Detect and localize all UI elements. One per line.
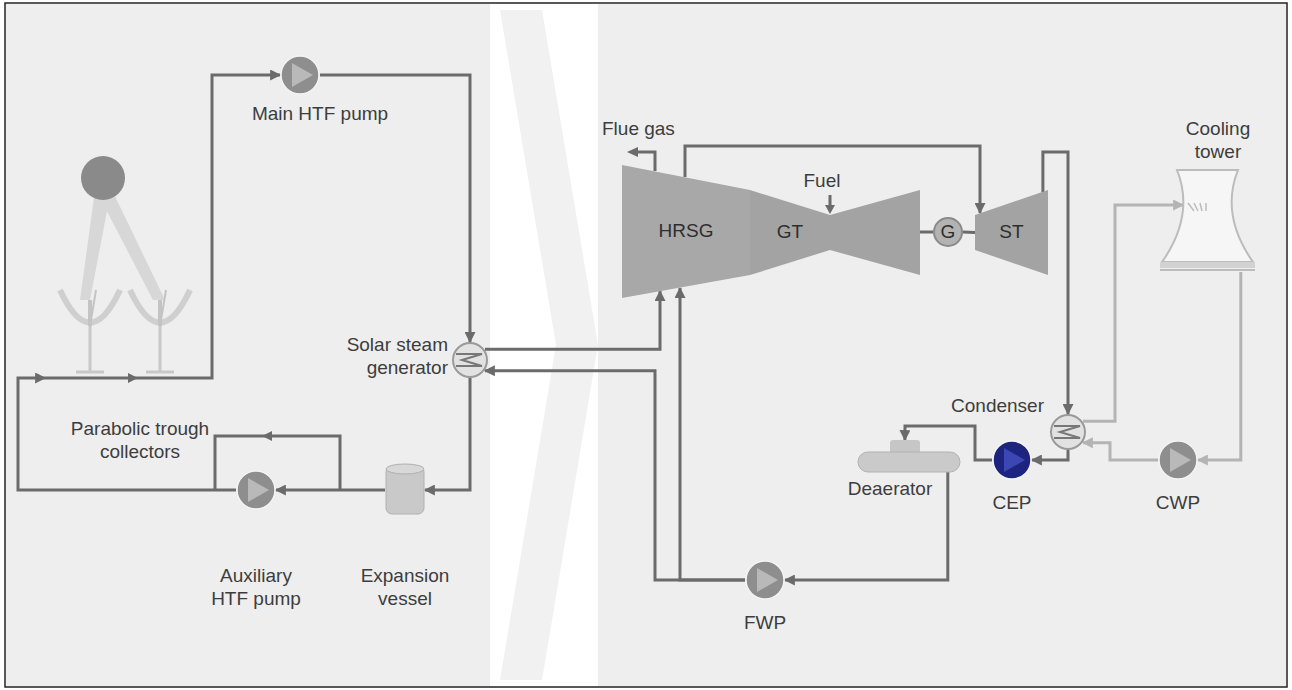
flow-chevron (500, 10, 598, 680)
cooling-tower-outline (1160, 170, 1255, 272)
arrow-head (627, 147, 638, 157)
fuel-line (829, 195, 832, 206)
pipe-line (276, 489, 385, 492)
frame (5, 3, 1287, 687)
part-label: Parabolic trough collectors (55, 418, 225, 464)
compressor (830, 190, 920, 275)
arrow-head (825, 205, 835, 214)
pump: Auxiliary HTF pump (236, 470, 276, 510)
hrsg-block: HRSG (622, 165, 750, 298)
deaerator-tank: Deaerator (858, 440, 960, 472)
pipe-line (425, 378, 470, 490)
pump-outline (236, 470, 276, 510)
heat-exchanger: Condenser (1050, 414, 1086, 450)
flue-gas-line (636, 152, 655, 171)
solar-panel-ground (6, 4, 490, 686)
part-label: Condenser (914, 395, 1044, 418)
gas-turbine: GT (750, 190, 830, 275)
arrow-head (128, 373, 138, 383)
cooling-water-line (1083, 205, 1183, 421)
flow-label: Fuel (804, 170, 841, 193)
pump: Main HTF pump (280, 55, 320, 95)
cooling-water-line (1083, 443, 1158, 460)
expansion-vessel: Expansion vessel (385, 462, 425, 518)
heat-exchanger-outline (452, 342, 488, 378)
pump: FWP (745, 560, 785, 600)
part-label: Cooling tower (1173, 118, 1263, 164)
component-label: ST (999, 221, 1023, 244)
pump: CEP (992, 440, 1032, 480)
pipe-line (963, 231, 975, 235)
power-block-ground (598, 4, 1286, 686)
part-label: Solar steam generator (326, 334, 448, 380)
collector-pipe (45, 377, 205, 380)
heat-exchanger-outline (1050, 414, 1086, 450)
pipe-line (680, 288, 745, 580)
pump-outline (992, 440, 1032, 480)
part-label: Auxiliary HTF pump (205, 565, 307, 611)
heat-exchanger: Solar steam generator (452, 342, 488, 378)
part-label: Deaerator (830, 478, 950, 501)
pipe-line (1032, 450, 1068, 460)
part-label: Main HTF pump (235, 103, 405, 126)
pump-outline (745, 560, 785, 600)
component-label: GT (777, 221, 803, 244)
part-label: CWP (1138, 492, 1218, 515)
collector-field: Parabolic trough collectors (45, 150, 205, 392)
bypass-line (215, 436, 340, 490)
cooling-water-line (1198, 272, 1241, 460)
expansion-vessel-outline (385, 462, 425, 518)
component-label: HRSG (659, 220, 714, 243)
component-label: G (941, 221, 956, 244)
pump-outline (280, 55, 320, 95)
cooling-tower: Cooling tower (1160, 170, 1255, 272)
part-label: CEP (972, 492, 1052, 515)
pipe-line (485, 371, 745, 580)
deaerator-tank-outline (858, 440, 960, 472)
steam-turbine: ST (975, 190, 1048, 275)
pipe-line (485, 291, 660, 349)
arrow-head (262, 431, 272, 441)
pump: CWP (1158, 440, 1198, 480)
shaft (920, 231, 933, 234)
flow-label: Flue gas (602, 118, 675, 141)
part-label: FWP (725, 612, 805, 635)
pipe-line (18, 378, 236, 490)
collector-field-outline (45, 150, 205, 392)
part-label: Expansion vessel (354, 565, 456, 611)
generator-circle: G (933, 217, 963, 247)
pump-outline (1158, 440, 1198, 480)
